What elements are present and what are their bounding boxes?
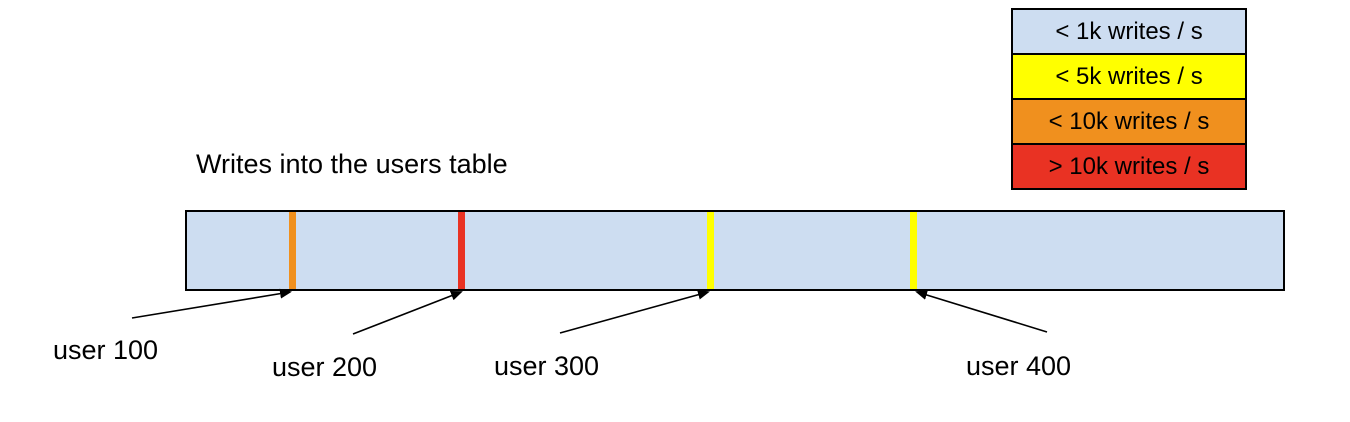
legend-item-gt-10k: > 10k writes / s (1013, 145, 1245, 188)
write-hotspot-user-200 (458, 212, 465, 289)
label-user-200: user 200 (272, 352, 378, 382)
arrow-user-300 (559, 289, 710, 334)
legend-item-lt-10k: < 10k writes / s (1013, 100, 1245, 145)
label-user-100: user 100 (53, 335, 159, 365)
label-user-300: user 300 (494, 351, 600, 381)
arrow-user-100 (131, 288, 292, 319)
legend-item-lt-1k: < 1k writes / s (1013, 10, 1245, 55)
write-hotspot-user-100 (289, 212, 296, 289)
arrow-user-400 (915, 290, 1048, 333)
diagram-title: Writes into the users table (196, 149, 508, 179)
users-table-bar (185, 210, 1285, 291)
write-hotspot-user-400 (910, 212, 917, 289)
legend: < 1k writes / s < 5k writes / s < 10k wr… (1011, 8, 1247, 190)
legend-item-lt-5k: < 5k writes / s (1013, 55, 1245, 100)
label-user-400: user 400 (966, 351, 1072, 381)
write-hotspot-user-300 (707, 212, 714, 289)
arrow-user-200 (352, 290, 463, 335)
